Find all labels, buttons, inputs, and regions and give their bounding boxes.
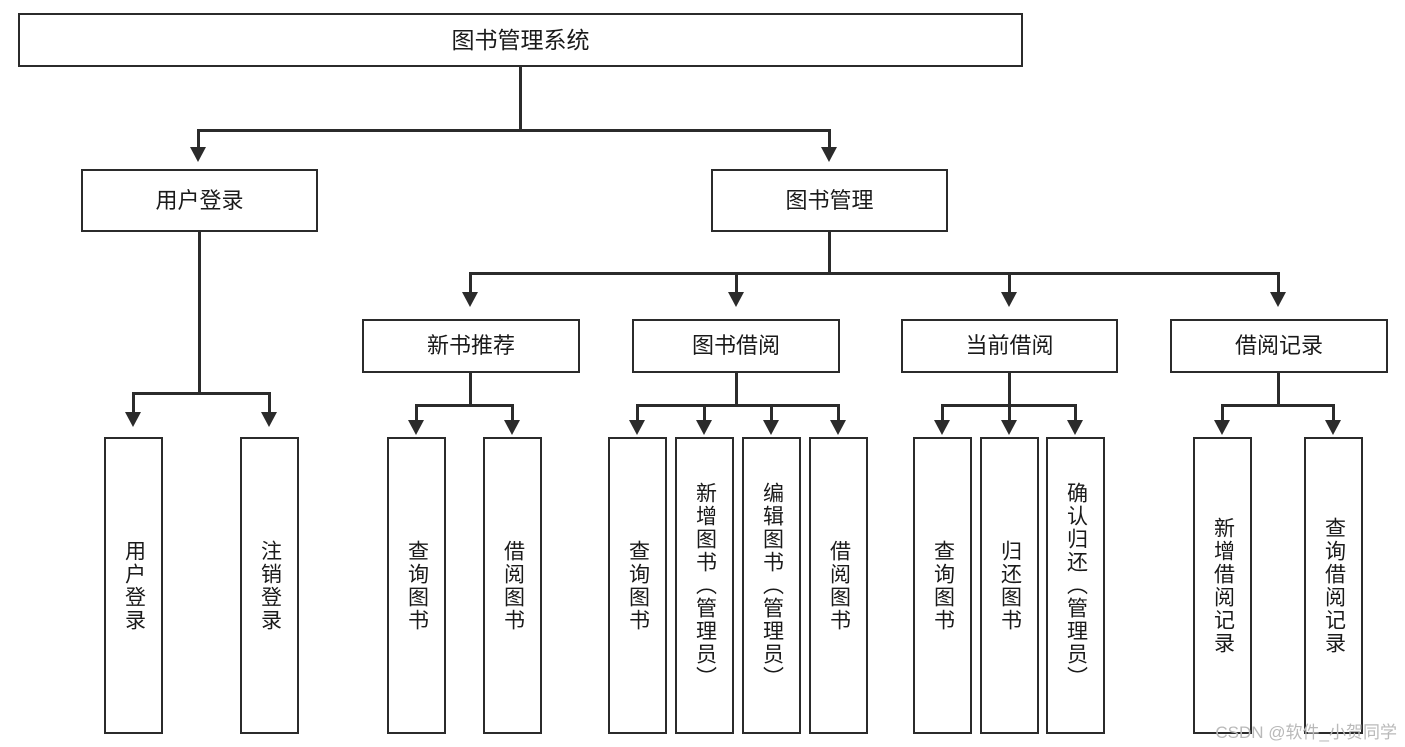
leaf-label: 新增图书（管理员） [693, 482, 717, 689]
connector-current-borrow-stem [1008, 373, 1011, 406]
connector-borrow-record-drop-1 [1221, 404, 1224, 422]
arrowhead-leaf-borrow-record-1 [1214, 420, 1230, 435]
connector-root-to-user-login [197, 129, 200, 149]
leaf-label: 编辑图书（管理员） [760, 482, 784, 689]
arrowhead-user-login [190, 147, 206, 162]
connector-root-bus [197, 129, 831, 132]
node-label: 图书借阅 [691, 333, 780, 359]
connector-new-book-stem [469, 373, 472, 406]
arrowhead-leaf-user-login-1 [125, 412, 141, 427]
leaf-current-borrow-confirm-return[interactable]: 确认归还（管理员） [1046, 437, 1105, 734]
node-current-borrow[interactable]: 当前借阅 [901, 319, 1118, 373]
arrowhead-leaf-user-login-2 [261, 412, 277, 427]
arrowhead-new-book [462, 292, 478, 307]
connector-borrow-record-bus [1221, 404, 1335, 407]
connector-book-borrow-bus [636, 404, 839, 407]
leaf-label: 注销登录 [258, 539, 282, 632]
leaf-label: 用户登录 [122, 539, 146, 632]
connector-new-book-bus [415, 404, 514, 407]
leaf-label: 查询图书 [626, 539, 650, 632]
connector-new-book-drop-2 [511, 404, 514, 422]
connector-current-borrow-drop-2 [1008, 404, 1011, 422]
node-root-system[interactable]: 图书管理系统 [18, 13, 1023, 67]
node-label: 当前借阅 [965, 333, 1054, 359]
leaf-book-borrow-edit[interactable]: 编辑图书（管理员） [742, 437, 801, 734]
connector-current-borrow-drop-3 [1074, 404, 1077, 422]
leaf-book-borrow-add[interactable]: 新增图书（管理员） [675, 437, 734, 734]
leaf-book-borrow-query[interactable]: 查询图书 [608, 437, 667, 734]
arrowhead-leaf-current-borrow-1 [934, 420, 950, 435]
arrowhead-book-borrow [728, 292, 744, 307]
arrowhead-current-borrow [1001, 292, 1017, 307]
leaf-current-borrow-return[interactable]: 归还图书 [980, 437, 1039, 734]
leaf-label: 查询图书 [931, 539, 955, 632]
arrowhead-leaf-book-borrow-1 [629, 420, 645, 435]
leaf-user-login-logout[interactable]: 注销登录 [240, 437, 299, 734]
leaf-new-book-borrow[interactable]: 借阅图书 [483, 437, 542, 734]
node-book-manage[interactable]: 图书管理 [711, 169, 948, 232]
connector-book-borrow-drop-3 [770, 404, 773, 422]
connector-book-borrow-drop-2 [703, 404, 706, 422]
leaf-current-borrow-query[interactable]: 查询图书 [913, 437, 972, 734]
watermark-text: CSDN @软件_小贺同学 [1215, 723, 1397, 742]
arrowhead-leaf-book-borrow-4 [830, 420, 846, 435]
leaf-label: 新增借阅记录 [1211, 516, 1235, 655]
leaf-label: 借阅图书 [501, 539, 525, 632]
node-label: 借阅记录 [1234, 333, 1323, 359]
connector-user-login-stem [198, 232, 201, 394]
connector-book-borrow-drop-4 [837, 404, 840, 422]
connector-current-borrow-drop-1 [941, 404, 944, 422]
connector-user-login-bus [132, 392, 270, 395]
leaf-label: 确认归还（管理员） [1064, 482, 1088, 689]
arrowhead-leaf-book-borrow-3 [763, 420, 779, 435]
connector-book-manage-stem [828, 232, 831, 274]
connector-book-borrow-drop-1 [636, 404, 639, 422]
leaf-user-login-login[interactable]: 用户登录 [104, 437, 163, 734]
connector-new-book-drop-1 [415, 404, 418, 422]
arrowhead-leaf-new-book-2 [504, 420, 520, 435]
connector-root-to-book-manage [828, 129, 831, 149]
arrowhead-leaf-borrow-record-2 [1325, 420, 1341, 435]
connector-borrow-record-drop-2 [1332, 404, 1335, 422]
arrowhead-book-manage [821, 147, 837, 162]
leaf-borrow-record-add[interactable]: 新增借阅记录 [1193, 437, 1252, 734]
arrowhead-leaf-new-book-1 [408, 420, 424, 435]
connector-book-borrow-stem [735, 373, 738, 406]
leaf-borrow-record-query[interactable]: 查询借阅记录 [1304, 437, 1363, 734]
leaf-new-book-query[interactable]: 查询图书 [387, 437, 446, 734]
leaf-book-borrow-borrow[interactable]: 借阅图书 [809, 437, 868, 734]
node-label: 图书管理系统 [451, 26, 590, 53]
node-label: 新书推荐 [426, 333, 515, 359]
connector-borrow-record-stem [1277, 373, 1280, 406]
node-borrow-record[interactable]: 借阅记录 [1170, 319, 1388, 373]
node-user-login[interactable]: 用户登录 [81, 169, 318, 232]
node-label: 图书管理 [785, 187, 874, 213]
connector-book-manage-bus [469, 272, 1279, 275]
connector-user-login-drop-2 [268, 392, 271, 414]
connector-to-new-book [469, 272, 472, 294]
connector-to-borrow-record [1277, 272, 1280, 294]
node-new-book-recommend[interactable]: 新书推荐 [362, 319, 580, 373]
node-book-borrow[interactable]: 图书借阅 [632, 319, 840, 373]
leaf-label: 归还图书 [998, 539, 1022, 632]
node-label: 用户登录 [155, 187, 244, 213]
connector-user-login-drop-1 [132, 392, 135, 414]
leaf-label: 查询图书 [405, 539, 429, 632]
connector-to-current-borrow [1008, 272, 1011, 294]
connector-to-book-borrow [735, 272, 738, 294]
arrowhead-leaf-current-borrow-2 [1001, 420, 1017, 435]
arrowhead-leaf-book-borrow-2 [696, 420, 712, 435]
connector-root-stem [519, 67, 522, 131]
leaf-label: 查询借阅记录 [1322, 516, 1346, 655]
arrowhead-borrow-record [1270, 292, 1286, 307]
arrowhead-leaf-current-borrow-3 [1067, 420, 1083, 435]
leaf-label: 借阅图书 [827, 539, 851, 632]
